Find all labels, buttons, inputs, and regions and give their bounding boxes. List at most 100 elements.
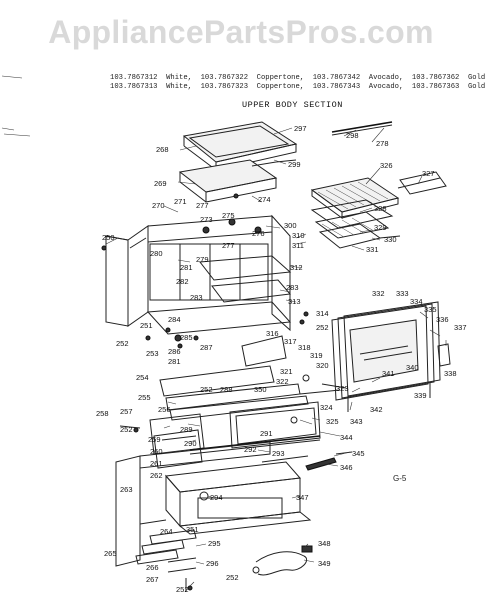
- page-code: G-5: [393, 474, 407, 483]
- callout-288: 288: [220, 385, 233, 394]
- callout-329: 329: [374, 223, 387, 232]
- scan-edge-marks: [1, 75, 31, 137]
- callout-279: 279: [196, 255, 209, 264]
- callout-257: 257: [120, 407, 133, 416]
- callout-338: 338: [444, 369, 457, 378]
- callout-277a: 277: [196, 201, 209, 210]
- callout-268: 268: [156, 145, 169, 154]
- body-frame-part: [105, 214, 292, 335]
- callout-254: 254: [136, 373, 149, 382]
- callout-342: 342: [370, 405, 383, 414]
- small-hardware-parts: [101, 193, 309, 591]
- callout-349: 349: [318, 559, 331, 568]
- callout-335: 335: [424, 305, 437, 314]
- callout-283a: 283: [286, 283, 299, 292]
- broiler-pan-assembly-part: [310, 171, 447, 249]
- callout-263: 263: [120, 485, 133, 494]
- callout-284: 284: [168, 315, 181, 324]
- callout-331: 331: [366, 245, 379, 254]
- callout-310: 310: [292, 231, 305, 240]
- bottom-drawer-part: [115, 441, 312, 592]
- callout-341: 341: [382, 369, 395, 378]
- callout-300: 300: [284, 221, 297, 230]
- model-line-1: 103.7867312 White, 103.7867322 Copperton…: [110, 74, 485, 82]
- callout-299: 299: [288, 160, 301, 169]
- callout-281b: 281: [168, 357, 181, 366]
- callout-278: 278: [376, 139, 389, 148]
- callout-258: 258: [96, 409, 109, 418]
- callout-347: 347: [296, 493, 309, 502]
- callout-333: 333: [396, 289, 409, 298]
- callout-283b: 283: [190, 293, 203, 302]
- callout-277b: 277: [222, 241, 235, 250]
- callout-252e: 252: [176, 585, 189, 594]
- callout-265: 265: [104, 549, 117, 558]
- callout-295: 295: [208, 539, 221, 548]
- callout-343: 343: [350, 417, 363, 426]
- callout-330: 330: [384, 235, 397, 244]
- callout-281a: 281: [180, 263, 193, 272]
- callout-282: 282: [176, 277, 189, 286]
- callout-297: 297: [294, 124, 307, 133]
- callout-269: 269: [154, 179, 167, 188]
- callout-292: 292: [244, 445, 257, 454]
- callout-318: 318: [298, 343, 311, 352]
- callout-337: 337: [454, 323, 467, 332]
- callout-259: 259: [148, 435, 161, 444]
- callout-252c: 252: [200, 385, 213, 394]
- callout-336: 336: [436, 315, 449, 324]
- callout-348: 348: [318, 539, 331, 548]
- oven-door-part: [331, 301, 451, 412]
- callout-345: 345: [352, 449, 365, 458]
- callout-313: 313: [288, 297, 301, 306]
- callout-314: 314: [316, 309, 329, 318]
- callout-leaders: [105, 127, 447, 587]
- model-number-header: 103.7867312 White, 103.7867322 Copperton…: [110, 74, 485, 92]
- callout-327: 327: [422, 169, 435, 178]
- callout-334: 334: [410, 297, 423, 306]
- callout-332: 332: [372, 289, 385, 298]
- callout-293: 293: [272, 449, 285, 458]
- callout-319: 319: [310, 351, 323, 360]
- callout-274: 274: [258, 195, 271, 204]
- callout-266: 266: [146, 563, 159, 572]
- callout-252b: 252: [116, 339, 129, 348]
- callout-256: 256: [158, 405, 171, 414]
- callout-271: 271: [174, 197, 187, 206]
- callout-260: 260: [150, 447, 163, 456]
- callout-289: 289: [180, 425, 193, 434]
- wire-harness-part: [252, 545, 313, 576]
- callout-322: 322: [276, 377, 289, 386]
- callout-280: 280: [150, 249, 163, 258]
- callout-346: 346: [340, 463, 353, 472]
- callout-311: 311: [292, 241, 304, 250]
- callout-276: 276: [252, 229, 265, 238]
- callout-275: 275: [222, 211, 235, 220]
- callout-312: 312: [290, 263, 303, 272]
- callout-252d: 252: [120, 425, 133, 434]
- callout-296: 296: [206, 559, 219, 568]
- callout-267: 267: [146, 575, 159, 584]
- callout-325: 325: [326, 417, 339, 426]
- callout-251: 251: [140, 321, 153, 330]
- section-title: UPPER BODY SECTION: [242, 100, 343, 110]
- callout-291: 291: [260, 429, 273, 438]
- callout-270: 270: [152, 201, 165, 210]
- callout-344: 344: [340, 433, 353, 442]
- callout-287: 287: [200, 343, 213, 352]
- callout-339: 339: [414, 391, 427, 400]
- callout-262: 262: [150, 471, 163, 480]
- callout-350: 350: [254, 385, 267, 394]
- callout-labels: 297 298 278 268 299 326 327 269 274 328 …: [96, 124, 467, 594]
- callout-340: 340: [406, 363, 419, 372]
- callout-273: 273: [200, 215, 213, 224]
- callout-252a: 252: [316, 323, 329, 332]
- callout-294: 294: [210, 493, 223, 502]
- top-trim-strip-part: [331, 121, 393, 136]
- callout-324: 324: [320, 403, 333, 412]
- callout-323: 323: [336, 384, 349, 393]
- lower-rail-part: [189, 435, 353, 471]
- callout-320: 320: [316, 361, 329, 370]
- callout-298: 298: [346, 131, 359, 140]
